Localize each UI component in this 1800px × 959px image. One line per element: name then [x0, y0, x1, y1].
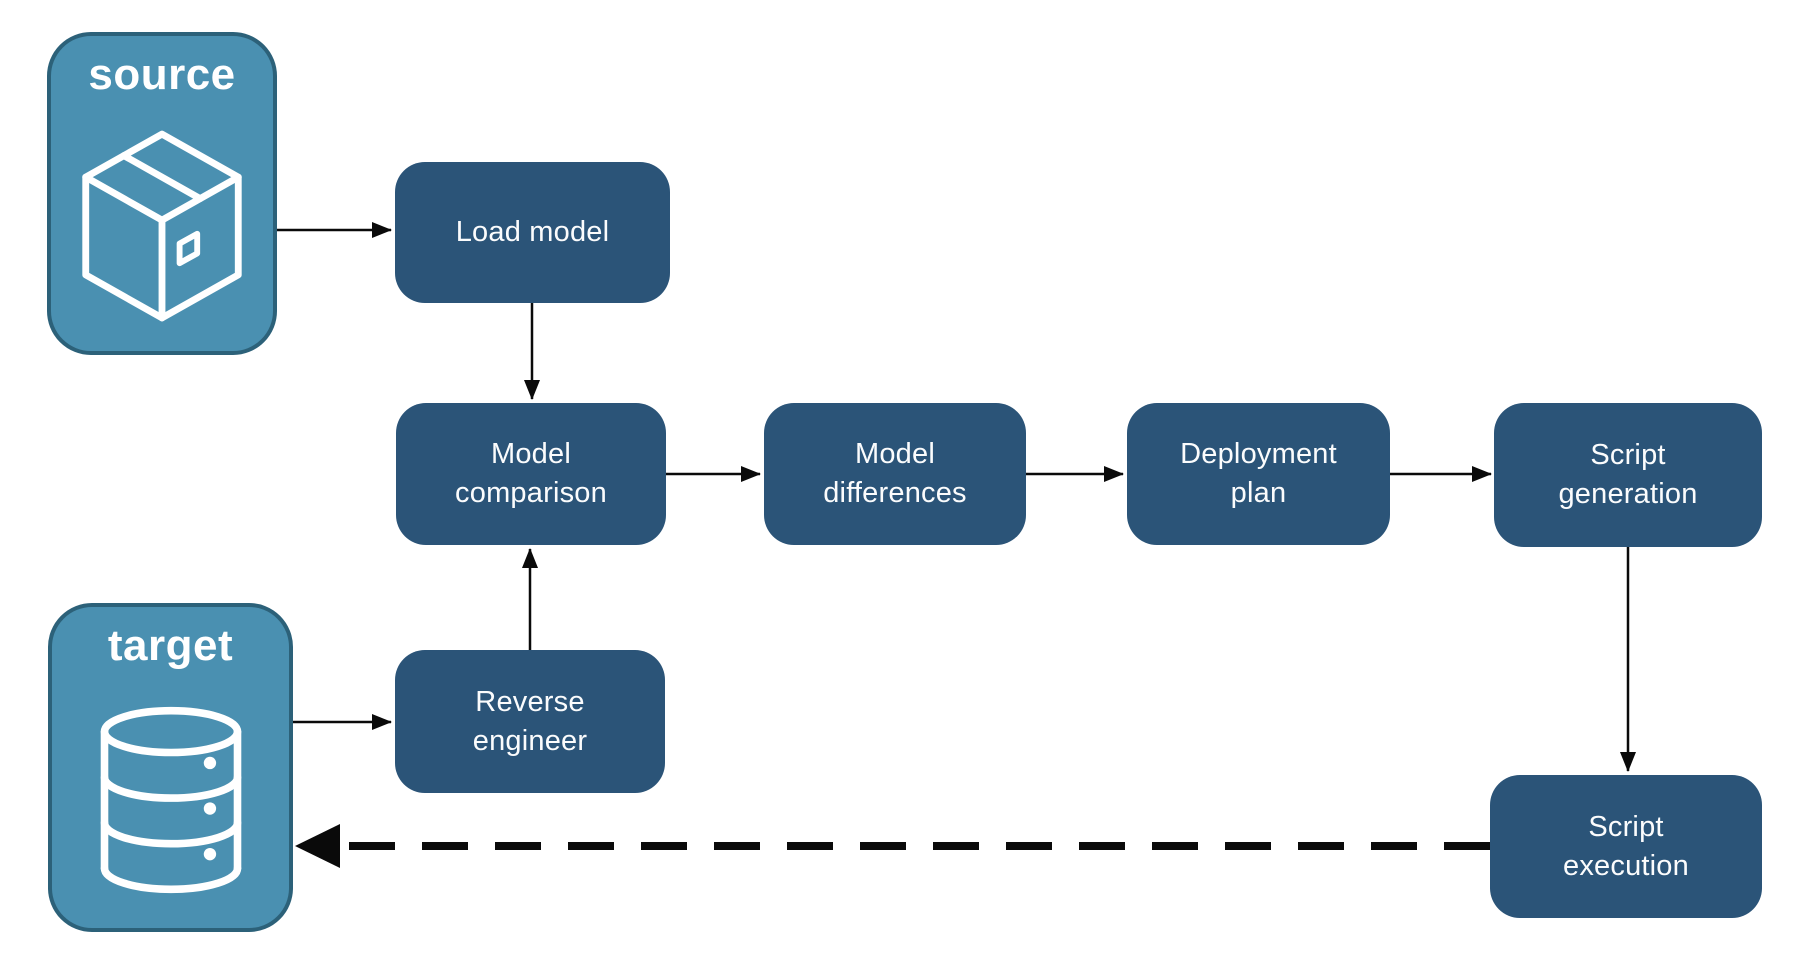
node-label-line: engineer — [472, 724, 588, 757]
node-model-comparison: Model comparison — [396, 403, 666, 545]
node-label-line: plan — [1230, 477, 1287, 509]
database-icon — [52, 672, 289, 928]
node-label-line: Script — [1590, 439, 1666, 471]
node-model-differences: Model differences — [764, 403, 1026, 545]
node-label-line: Model — [855, 438, 935, 470]
node-label-line: generation — [1558, 478, 1698, 510]
package-icon — [51, 101, 273, 351]
node-label-line: differences — [823, 477, 967, 509]
node-script-execution: Script execution — [1490, 775, 1762, 918]
source-label: source — [88, 50, 236, 99]
node-deployment-plan: Deployment plan — [1127, 403, 1390, 545]
node-load-model: Load model — [395, 162, 670, 303]
node-label: Load model — [455, 216, 610, 248]
edge-script-execution-to-target — [295, 824, 1490, 868]
source-container: source — [47, 32, 277, 355]
node-label-line: execution — [1563, 849, 1689, 882]
node-reverse-engineer: Reverse engineer — [395, 650, 665, 793]
node-label-line: Deployment — [1180, 438, 1337, 470]
target-container: target — [48, 603, 293, 932]
node-script-generation: Script generation — [1494, 403, 1762, 547]
node-label-line: Reverse — [475, 685, 585, 718]
node-label-line: Script — [1588, 810, 1664, 843]
node-label-line: Model — [491, 438, 571, 470]
target-label: target — [107, 621, 234, 670]
node-label-line: comparison — [455, 477, 607, 509]
